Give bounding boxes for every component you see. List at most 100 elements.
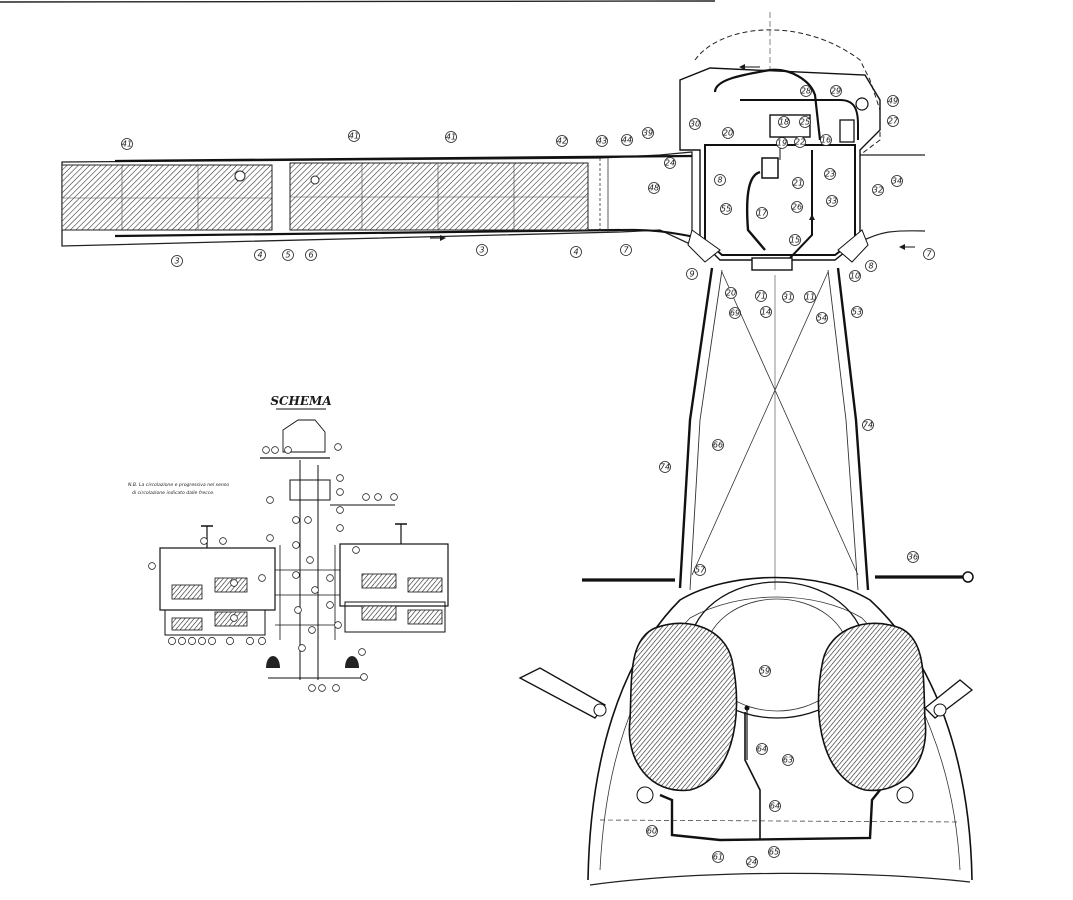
callout-number: 23 (825, 170, 835, 179)
drawing-stroke (360, 673, 368, 681)
drawing-stroke (266, 496, 274, 504)
drawing-stroke (390, 493, 398, 501)
callout-number: 20 (723, 129, 733, 138)
drawing-stroke (648, 182, 660, 194)
strut-right-inner (827, 269, 859, 591)
callout-number: 71 (756, 292, 766, 301)
pump-body (761, 157, 779, 179)
hull-bottom-arc (589, 872, 971, 886)
drawing-stroke (872, 184, 884, 196)
drawing-stroke (271, 446, 279, 454)
schema-title: SCHEMA (270, 394, 331, 408)
schema-tank-r3 (361, 605, 397, 621)
drawing-stroke (689, 118, 701, 130)
drawing-stroke (887, 95, 899, 107)
callout-number: 14 (761, 308, 771, 317)
drawing-stroke (816, 312, 828, 324)
callout-number: 15 (790, 236, 800, 245)
drawing-stroke (694, 564, 706, 576)
drawing-stroke (445, 131, 457, 143)
drawing-stroke (326, 601, 334, 609)
callout-number: 11 (805, 293, 815, 302)
callout-labels: 41 41 41 42 43 44 39 3 4 5 6 3 4 7 7 9 1… (122, 87, 933, 867)
callout-number: 25 (800, 118, 810, 127)
callout-number: 36 (908, 553, 918, 562)
callout-number: 22 (795, 138, 805, 147)
sheet-top-border (0, 0, 716, 3)
callout-number: 33 (827, 197, 837, 206)
coolant-pipe-4 (789, 150, 813, 259)
drawing-stroke (258, 574, 266, 582)
callout-number: 6 (308, 251, 313, 260)
schema-foot-right (345, 656, 359, 668)
drawing-stroke (923, 248, 935, 260)
callout-number: 32 (873, 186, 883, 195)
strut-left (678, 267, 714, 589)
hull-inner (599, 596, 961, 871)
drawing-stroke (292, 571, 300, 579)
drawing-stroke (292, 541, 300, 549)
schema-top-unit (282, 419, 326, 453)
drawing-stroke (362, 493, 370, 501)
drawing-stroke (219, 537, 227, 545)
drawing-stroke (849, 270, 861, 282)
drawing-stroke (760, 306, 772, 318)
drawing-stroke (664, 157, 676, 169)
drawing-stroke (336, 506, 344, 514)
callout-number: 3 (174, 257, 179, 266)
drawing-stroke (198, 637, 206, 645)
callout-number: 24 (665, 159, 675, 168)
drawing-stroke (168, 637, 176, 645)
drawing-stroke (769, 800, 781, 812)
callout-number: 55 (721, 205, 731, 214)
drawing-stroke (756, 743, 768, 755)
coolant-pipe-3 (745, 170, 766, 251)
drawing-stroke (336, 488, 344, 496)
schema-tank-r1 (361, 573, 397, 589)
wing-filler-cap (234, 170, 246, 182)
drawing-stroke (148, 562, 156, 570)
wing-filler-cap-2 (310, 175, 320, 185)
drawing-stroke (789, 234, 801, 246)
drawing-stroke (171, 255, 183, 267)
drawing-stroke (820, 134, 832, 146)
schema-diagram: SCHEMA N.B. La circolazione e progressiv… (128, 394, 449, 692)
drawing-stroke (755, 290, 767, 302)
schema-tank-r2 (407, 577, 443, 593)
engine-housing (679, 12, 881, 271)
callout-number: 61 (713, 853, 723, 862)
drawing-stroke (759, 665, 771, 677)
tank-left (628, 622, 738, 792)
drawing-stroke (792, 177, 804, 189)
lever-knob (744, 705, 750, 711)
drawing-stroke (304, 516, 312, 524)
drawing-stroke (804, 291, 816, 303)
drawing-stroke (318, 684, 326, 692)
drawing-stroke (756, 207, 768, 219)
callout-number: 59 (760, 667, 770, 676)
callouts (121, 85, 935, 868)
callout-number: 24 (747, 858, 757, 867)
fitting-right (839, 119, 855, 143)
callout-number: 17 (757, 209, 768, 218)
drawing-stroke (621, 134, 633, 146)
drawing-stroke (230, 614, 238, 622)
callout-number: 43 (597, 137, 607, 146)
fuselage-frame (582, 267, 974, 591)
callout-number: 27 (888, 117, 899, 126)
callout-number: 64 (770, 802, 780, 811)
drawing-stroke (746, 856, 758, 868)
strut-right (836, 267, 870, 591)
wing-section (61, 151, 915, 250)
drawing-stroke (722, 127, 734, 139)
drawing-stroke (778, 116, 790, 128)
callout-number: 54 (817, 314, 827, 323)
drawing-stroke (907, 551, 919, 563)
drawing-stroke (282, 249, 294, 261)
drawing-stroke (246, 637, 254, 645)
drawing-stroke (254, 249, 266, 261)
drawing-stroke (800, 85, 812, 97)
drawing-stroke (374, 493, 382, 501)
housing-outline (679, 67, 881, 261)
drawing-stroke (729, 307, 741, 319)
